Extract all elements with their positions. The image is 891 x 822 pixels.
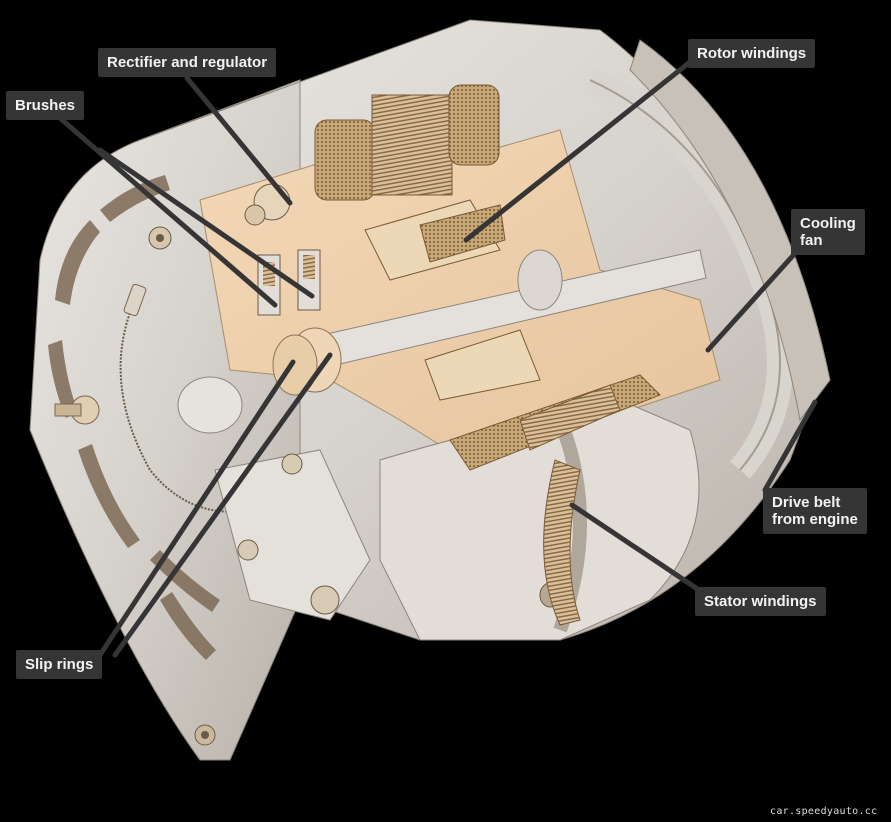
leader-lines: [57, 59, 818, 658]
label-cooling-fan: Cooling fan: [791, 209, 865, 255]
watermark: car.speedyauto.cc: [770, 806, 878, 817]
label-stator-windings: Stator windings: [695, 587, 826, 616]
label-rotor-windings: Rotor windings: [688, 39, 816, 68]
label-drive-belt: Drive belt from engine: [763, 488, 867, 534]
label-slip-rings: Slip rings: [16, 650, 103, 679]
stator-windings: [424, 329, 661, 626]
label-brushes: Brushes: [6, 91, 85, 120]
label-rectifier-and-regulator: Rectifier and regulator: [98, 48, 277, 77]
rotor-shaft: [272, 249, 707, 396]
rotor-windings: [314, 84, 506, 281]
terminal-block: [214, 449, 371, 621]
